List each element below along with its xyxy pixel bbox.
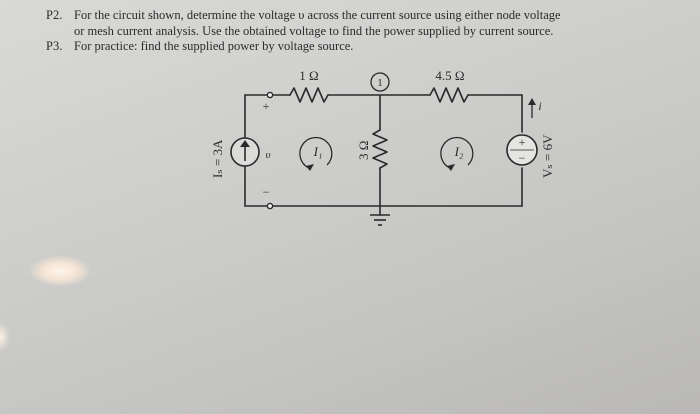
problem-p3: P3. For practice: find the supplied powe… [46, 39, 686, 55]
voltage-source-label: Vₛ = 6V [540, 134, 555, 178]
resistor-1-ohm [289, 87, 329, 103]
problem-text: For practice: find the supplied power by… [74, 39, 686, 55]
current-i-arrow [528, 98, 536, 118]
arrow-up-icon [240, 140, 250, 147]
problem-text: For the circuit shown, determine the vol… [74, 8, 686, 39]
arrow-up-icon [528, 98, 536, 105]
resistor-3-ohm [372, 129, 388, 169]
mesh-current-1-arrow [299, 136, 333, 169]
problem-number: P3. [46, 39, 63, 53]
r3-label: 3 Ω [356, 141, 371, 160]
vs-plus-sign: + [519, 135, 526, 149]
arrowhead-icon [447, 164, 455, 171]
current-source [230, 137, 260, 167]
vs-minus-sign: − [519, 151, 526, 165]
node-1-marker: 1 [370, 72, 390, 92]
v-label: υ [265, 149, 270, 161]
terminal-dot [266, 91, 274, 99]
problem-p2: P2. For the circuit shown, determine the… [46, 8, 686, 39]
r1-label: 1 Ω [299, 68, 318, 83]
v-minus-sign: − [263, 185, 270, 199]
problem-line: or mesh current analysis. Use the obtain… [74, 23, 554, 38]
ground-icon [370, 214, 390, 226]
light-glare [30, 256, 90, 286]
current-i-label: i [538, 99, 541, 113]
v-plus-sign: + [263, 99, 270, 113]
arrowhead-icon [306, 164, 314, 171]
mesh-current-2-arrow [440, 136, 474, 169]
mesh1-label: I₁ [313, 144, 323, 159]
voltage-source: + − [506, 134, 538, 166]
problem-number: P2. [46, 8, 63, 22]
r2-label: 4.5 Ω [435, 68, 464, 83]
resistor-4-5-ohm [429, 87, 469, 103]
problem-statements: P2. For the circuit shown, determine the… [46, 8, 686, 55]
node-1-label: 1 [377, 77, 383, 89]
light-glare [0, 322, 10, 352]
mesh2-label: I₂ [454, 144, 464, 159]
terminal-dot [266, 202, 274, 210]
current-source-label: Iₛ = 3A [210, 139, 225, 178]
problem-line: For the circuit shown, determine the vol… [74, 8, 561, 22]
problem-line: For practice: find the supplied power by… [74, 39, 354, 53]
